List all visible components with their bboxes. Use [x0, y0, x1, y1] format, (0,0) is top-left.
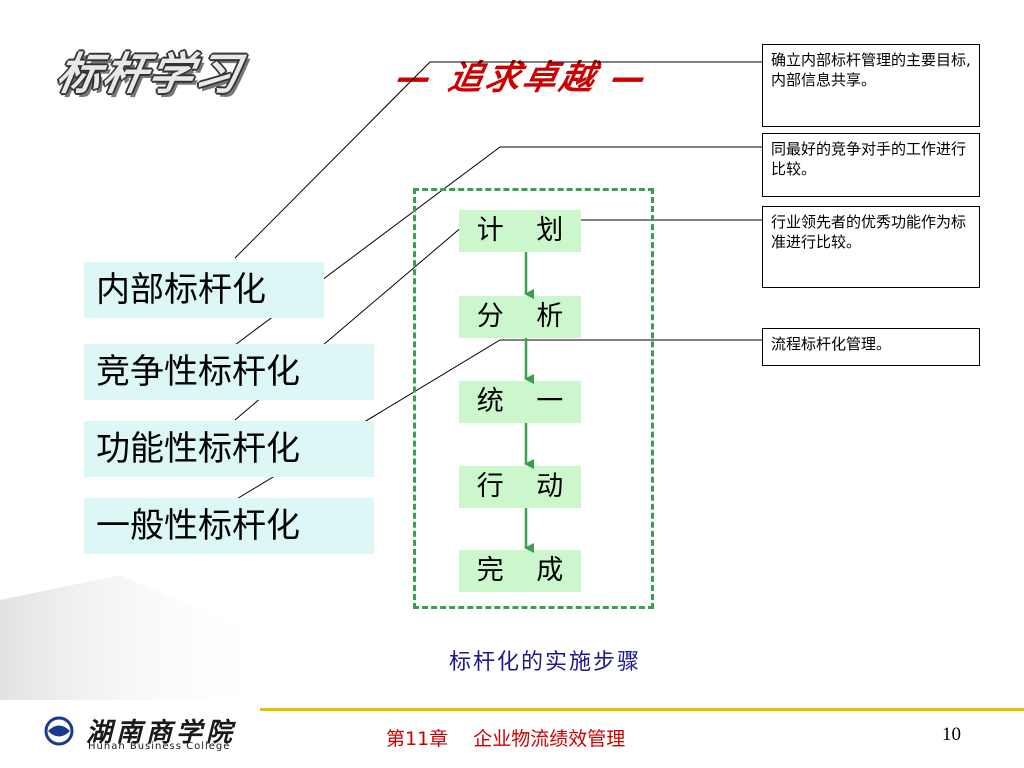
footer-divider: [260, 708, 1024, 711]
step-analyze: 分 析: [459, 296, 581, 338]
note-competitive: 同最好的竞争对手的工作进行比较。: [762, 133, 980, 197]
connector-line-internal: [234, 61, 762, 259]
page-number: 10: [942, 724, 961, 745]
step-plan: 计 划: [459, 210, 581, 252]
college-name-cn: 湖南商学院: [86, 718, 237, 748]
chapter-title: 第11章 企业物流绩效管理: [386, 728, 626, 750]
step-act: 行 动: [459, 466, 581, 508]
category-competitive: 竞争性标杆化: [84, 344, 374, 400]
steps-frame: [413, 188, 654, 609]
note-general: 流程标杆化管理。: [762, 328, 980, 366]
note-functional: 行业领先者的优秀功能作为标准进行比较。: [762, 206, 980, 288]
college-name-en: Hunan Business College: [88, 741, 231, 752]
category-internal: 内部标杆化: [84, 262, 324, 318]
step-unify: 统 一: [459, 381, 581, 423]
category-functional: 功能性标杆化: [84, 421, 374, 477]
note-internal: 确立内部标杆管理的主要目标,内部信息共享。: [762, 44, 980, 127]
step-complete: 完 成: [459, 550, 581, 592]
college-logo-icon: [44, 716, 74, 746]
steps-caption: 标杆化的实施步骤: [448, 650, 641, 675]
category-general: 一般性标杆化: [84, 498, 374, 554]
